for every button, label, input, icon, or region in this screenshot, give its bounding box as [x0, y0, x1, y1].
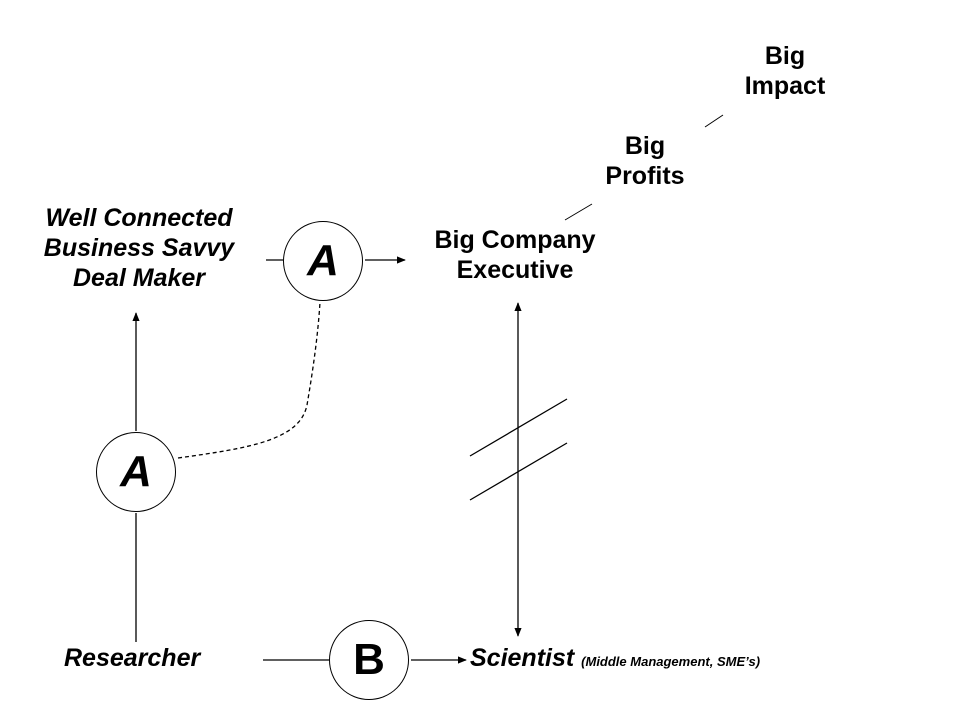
node-b: B: [329, 620, 409, 700]
big-impact-label: Big Impact: [744, 42, 826, 100]
break-mark-lower: [469, 442, 568, 501]
scientist-label: Scientist (Middle Management, SME’s): [470, 644, 761, 672]
deal-maker-label: Well Connected Business Savvy Deal Maker: [43, 204, 235, 292]
node-a-bottom-letter: A: [120, 447, 152, 496]
node-a-bottom: A: [96, 432, 176, 512]
scientist-note: (Middle Management, SME’s): [581, 654, 761, 669]
big-company-executive-label: Big Company Executive: [434, 226, 596, 284]
node-a-top: A: [283, 221, 363, 301]
node-b-letter: B: [353, 635, 385, 684]
break-mark-upper: [469, 398, 568, 457]
big-profits-label: Big Profits: [605, 132, 685, 190]
dashed-link-node-a-to-node-a: [177, 301, 321, 459]
profits-to-impact-line: [704, 114, 724, 128]
researcher-label: Researcher: [64, 644, 201, 672]
node-a-top-letter: A: [307, 236, 339, 285]
executive-to-profits-line: [564, 203, 593, 221]
